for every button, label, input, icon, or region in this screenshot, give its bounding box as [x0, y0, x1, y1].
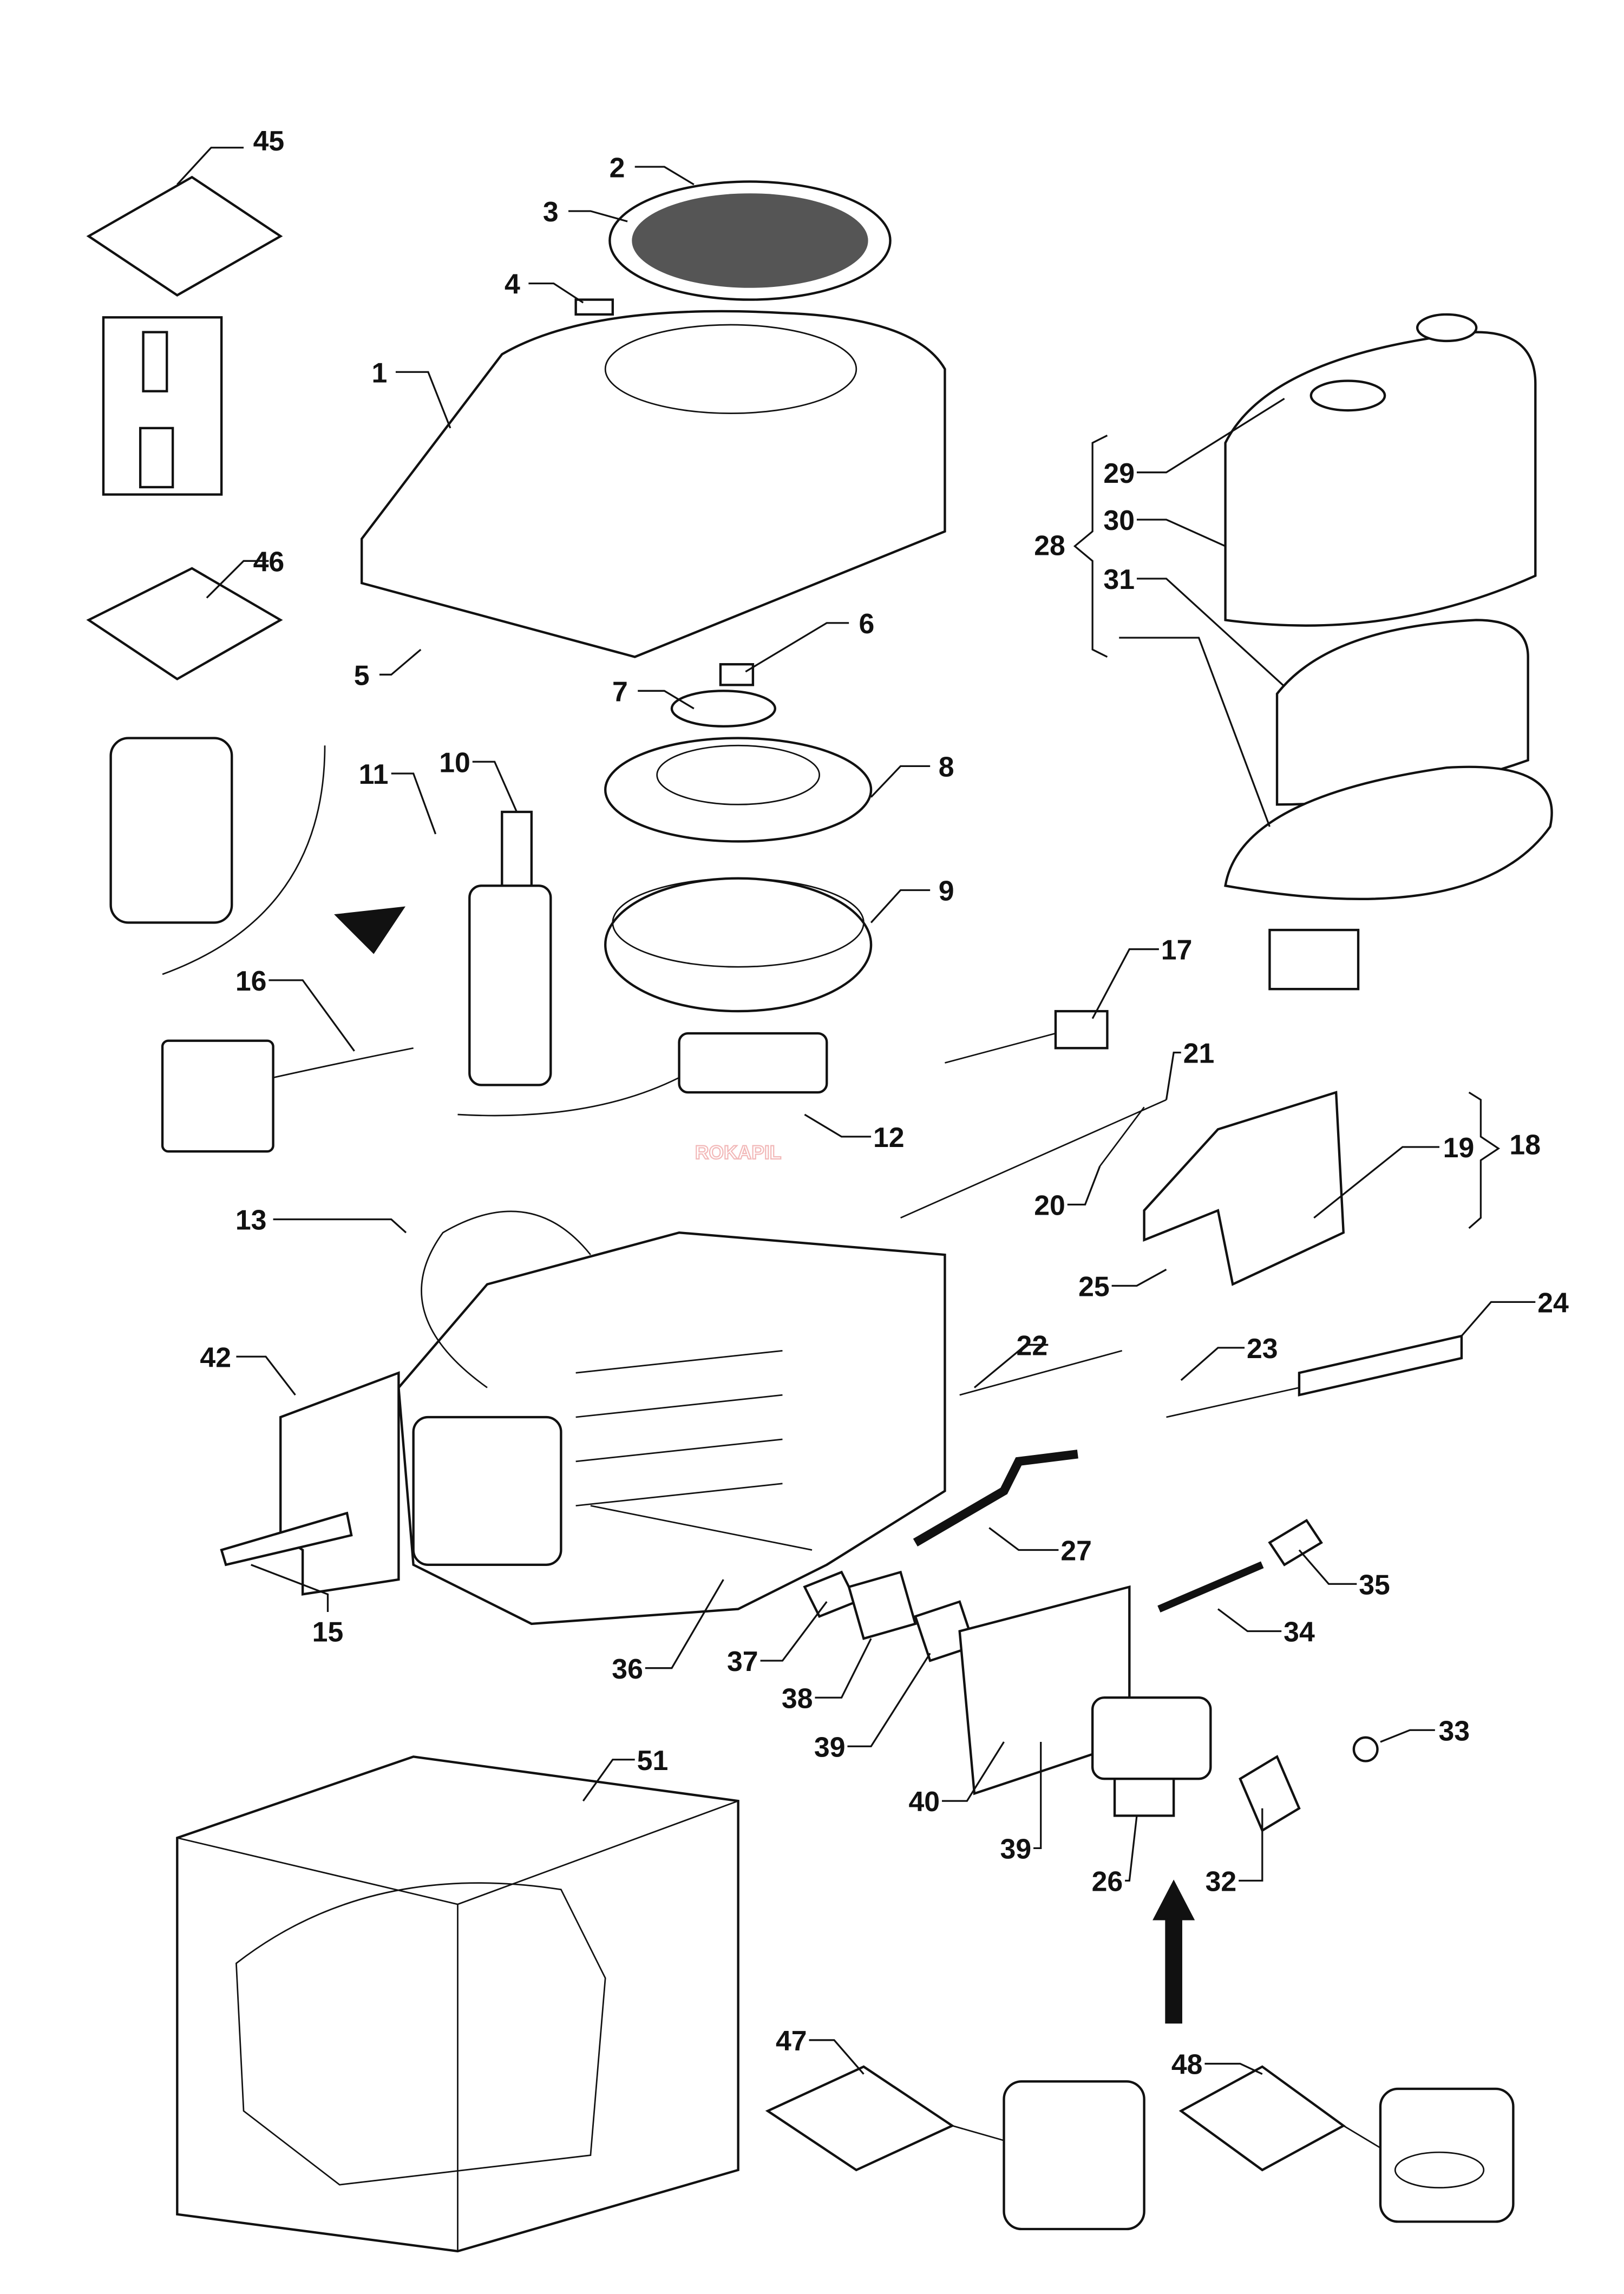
callout-36: 36 [612, 1653, 643, 1685]
part-33-nut [1352, 1736, 1379, 1762]
callout-labels: 45 2 3 4 1 5 6 7 8 9 10 11 16 17 21 12 2… [200, 125, 1569, 2080]
callout-1: 1 [372, 357, 388, 388]
part-7-washer [670, 690, 777, 727]
callout-27: 27 [1060, 1535, 1092, 1567]
part-45-kit-bag [86, 175, 283, 496]
part-47-kit-bag [765, 2065, 1145, 2231]
part-23-lever [1166, 1387, 1300, 1418]
part-38-spacer [847, 1570, 917, 1640]
callout-28: 28 [1034, 529, 1065, 561]
part-8-fan [604, 737, 873, 843]
part-22-rod [959, 1350, 1123, 1396]
callout-6: 6 [859, 608, 874, 639]
callout-35: 35 [1359, 1569, 1390, 1600]
callout-16: 16 [235, 965, 267, 997]
arrow-up [1152, 1879, 1195, 2024]
callout-17: 17 [1161, 934, 1193, 966]
callout-3: 3 [543, 196, 559, 227]
callout-51: 51 [637, 1745, 669, 1776]
brace-18 [1468, 1091, 1501, 1229]
part-42-bracket [279, 1371, 400, 1596]
part-34-fuel-line [1157, 1561, 1264, 1613]
part-20-spring [1099, 1106, 1145, 1167]
part-37-gasket [803, 1570, 858, 1618]
callout-42: 42 [200, 1341, 231, 1373]
callout-25: 25 [1078, 1270, 1110, 1302]
part-16-regulator [161, 1039, 414, 1153]
callout-19: 19 [1443, 1132, 1475, 1163]
callout-30: 30 [1103, 504, 1135, 536]
callout-2: 2 [610, 152, 625, 183]
part-26-carburettor [1091, 1696, 1212, 1817]
part-17-sensor [945, 1010, 1109, 1064]
callout-18: 18 [1509, 1129, 1541, 1161]
callout-40: 40 [908, 1786, 940, 1817]
part-21-rod [900, 1099, 1167, 1219]
callout-47: 47 [776, 2025, 807, 2056]
callout-4: 4 [505, 268, 520, 300]
callout-23: 23 [1247, 1333, 1278, 1364]
part-48-kit-bag [1178, 2065, 1515, 2223]
callout-24: 24 [1537, 1287, 1569, 1318]
callout-46: 46 [253, 546, 285, 577]
callout-10: 10 [439, 746, 470, 778]
part-46-kit-bag [86, 567, 405, 975]
callout-48: 48 [1171, 2049, 1203, 2080]
callout-12: 12 [873, 1122, 905, 1153]
callout-20: 20 [1034, 1189, 1065, 1221]
callout-13: 13 [235, 1204, 267, 1236]
callout-15: 15 [312, 1616, 344, 1648]
part-13-hightension-lead [421, 1210, 591, 1388]
callout-5: 5 [354, 659, 370, 691]
callout-37: 37 [727, 1646, 758, 1677]
callout-31: 31 [1103, 563, 1135, 595]
callout-34: 34 [1284, 1616, 1315, 1648]
part-1-blower-housing [361, 310, 946, 658]
part-51-engine-assembly [176, 1755, 739, 2253]
callout-33: 33 [1439, 1715, 1470, 1746]
callout-22: 22 [1017, 1330, 1048, 1361]
callout-21: 21 [1183, 1038, 1215, 1069]
part-24-plate [1298, 1334, 1463, 1397]
part-29-30-fuel-tank [1224, 313, 1537, 627]
callout-26: 26 [1092, 1865, 1123, 1897]
callout-11: 11 [359, 758, 389, 790]
part-31-air-filter [1224, 619, 1553, 991]
callout-8: 8 [939, 751, 954, 782]
callout-29: 29 [1103, 457, 1135, 489]
part-36-bolt [590, 1505, 813, 1551]
part-9-flywheel [604, 877, 873, 1013]
part-32-gasket [1239, 1755, 1301, 1832]
callout-9: 9 [939, 875, 954, 907]
part-10-starter-motor [468, 810, 552, 1086]
callout-32: 32 [1206, 1865, 1237, 1897]
part-3-grille [608, 180, 892, 301]
part-15-spark-plug [220, 1511, 353, 1567]
callout-45: 45 [253, 125, 285, 156]
leader-lines [176, 147, 1536, 2075]
part-6-nut [719, 663, 755, 686]
part-27-hose [913, 1450, 1078, 1546]
callout-38: 38 [782, 1682, 813, 1714]
callout-39b: 39 [1000, 1833, 1032, 1864]
part-engine-block [397, 1231, 946, 1626]
part-12-ignition-coil [457, 1032, 828, 1117]
watermark: ROKAPIL [695, 1142, 781, 1163]
callout-39: 39 [814, 1731, 846, 1762]
part-18-control-bracket [1143, 1091, 1345, 1286]
part-35-filter [1268, 1519, 1323, 1567]
callout-7: 7 [612, 676, 628, 707]
brace-28 [1073, 435, 1108, 658]
